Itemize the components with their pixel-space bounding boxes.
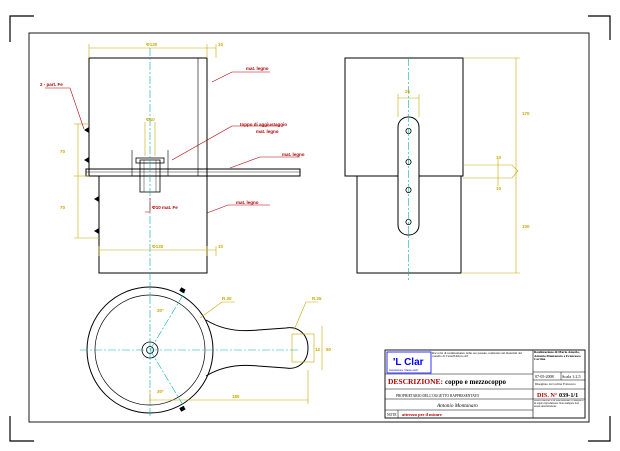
dim-total-height: 170: [522, 111, 530, 116]
dim-bottom-width: Φ130: [152, 244, 164, 249]
handle-outline: [205, 319, 309, 377]
side-view: 25 170 10 10 100: [344, 57, 530, 282]
dim-strap-width: 25: [405, 89, 411, 94]
label-top-material: mat. legno: [246, 66, 269, 71]
leader-lines: [45, 71, 300, 214]
rights-text: Diritti riservati e da distribuzione, il…: [534, 400, 584, 408]
date-text: 07-05-2008: [535, 374, 554, 379]
dim-bolt: Φ10: [146, 117, 155, 122]
dim-bottom-wall: 10: [218, 244, 224, 249]
logo-sub: Associazione "Clarae-vado": [389, 369, 419, 372]
plan-centerlines: [80, 282, 300, 418]
dimension-bottom-width: [98, 246, 217, 256]
dim-top-wall: 10: [218, 42, 224, 47]
label-plate-material: mat. legno: [282, 152, 305, 157]
description-label: DESCRIZIONE:: [388, 377, 443, 386]
dim-offset-b: 10: [496, 186, 502, 191]
dim-offset-a: 10: [496, 155, 502, 160]
owner-name: Antonio Montanaro: [436, 403, 478, 409]
description-value: coppo e mezzocoppo: [445, 378, 507, 386]
label-bottom-material: mat. legno: [236, 200, 259, 205]
dimension-side-heights: [461, 57, 520, 274]
angle-bottom: 30°: [157, 389, 164, 394]
notes-value: attrezzo per il misure: [402, 412, 442, 417]
notes-label: NOTE: [387, 413, 397, 417]
title-block: 'L Clar Associazione "Clarae-vado" Racco…: [384, 349, 586, 419]
logo-text: 'L Clar: [393, 357, 424, 368]
drawing-frame: [28, 32, 590, 423]
dim-handle-small: 12: [315, 347, 321, 352]
intro-text: Raccolta di testimonianze delle ore pass…: [432, 352, 522, 358]
side-pins: [84, 127, 99, 234]
authors-text: Realizzazione di Mario Amerio, Antonio M…: [534, 351, 581, 361]
dim-side-lower-height: 100: [522, 224, 530, 229]
label-nut: Φ10 mat. Fe: [152, 205, 178, 210]
label-bracket-material: mat. legno: [256, 129, 279, 134]
dim-handle-large: 50: [326, 347, 332, 352]
front-view: Φ130 10 70 70 Φ130 10 Φ10: [40, 42, 305, 282]
dimension-top-width: [88, 44, 217, 58]
dim-upper-height: 70: [60, 149, 66, 154]
dim-top-width: Φ130: [146, 42, 158, 47]
scale-text: Scala 1:2,5: [562, 374, 581, 380]
logo-box: [386, 351, 432, 374]
lower-container: [98, 175, 208, 274]
dim-radius-handle: R.25: [312, 296, 322, 301]
handle-dims: [149, 326, 323, 404]
dimension-left-heights: [74, 123, 99, 239]
dimension-strap-width: [397, 94, 420, 117]
label-pin: 2 - part. Fe: [40, 82, 63, 87]
dim-lower-height: 70: [60, 205, 66, 210]
label-bracket: toppo di aggiustaggio: [240, 122, 287, 127]
dim-handle-length: 180: [232, 394, 240, 399]
owner-label: PROPRIETARIO DELL'OGGETTO RAPPRESENTATO: [396, 394, 480, 398]
drawing-number-label: DIS. N°: [537, 392, 558, 399]
dimension-bolt: [144, 122, 156, 156]
drawing-number: 039-1/1: [559, 392, 578, 399]
dim-radius-body: R.30: [222, 296, 232, 301]
drawn-by-text: Disegnato da Cortina Francesco: [535, 382, 576, 386]
corner-marks: [9, 15, 611, 442]
angle-top: 30°: [157, 308, 164, 313]
horizontal-plate: [85, 168, 301, 177]
radius-leaders: [199, 301, 318, 331]
plan-view: 30° 30° R.30 R.25 180 12 50: [80, 282, 332, 418]
